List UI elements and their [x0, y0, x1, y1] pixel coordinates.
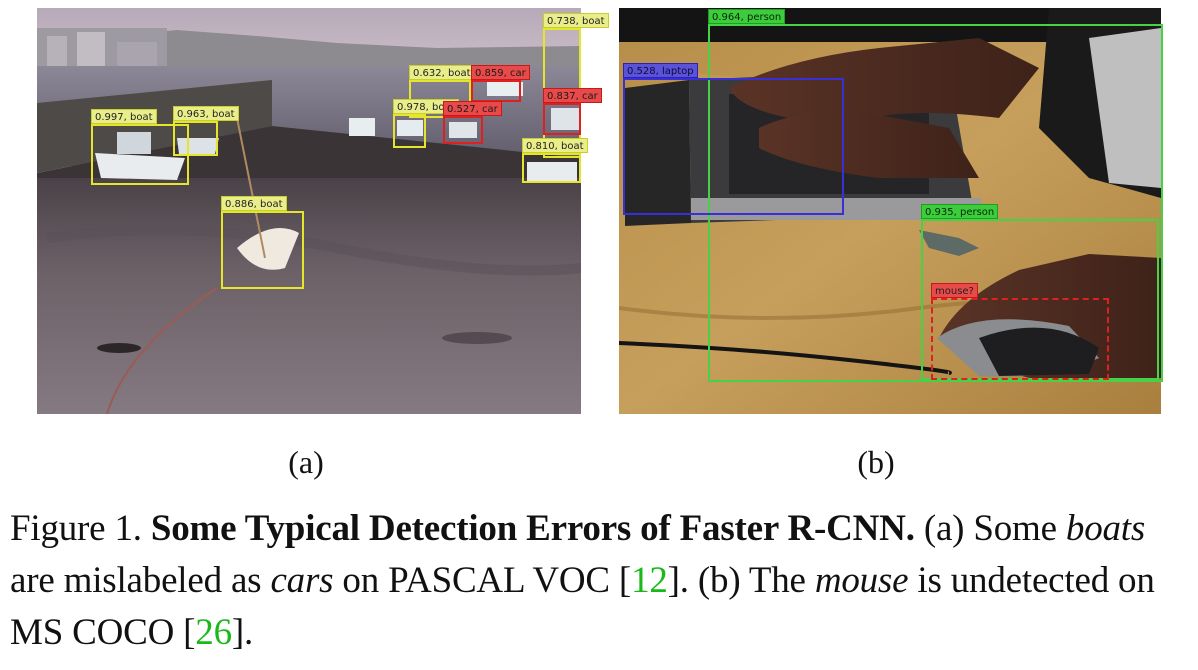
caption-emphasis-boats: boats — [1065, 508, 1146, 549]
harbour-scene — [37, 8, 581, 414]
figure-label: Figure 1. — [10, 508, 142, 549]
harbour-detection-label: 0.997, boat — [91, 109, 157, 124]
desk-detection-label: 0.964, person — [708, 9, 786, 24]
desk-detection-label: 0.528, laptop — [623, 63, 698, 78]
harbour-detection-box: 0.810, boat — [522, 138, 588, 183]
harbour-detection-label: 0.632, boat — [409, 65, 475, 80]
figure-caption: Figure 1. Some Typical Detection Errors … — [10, 503, 1190, 659]
desk-detection-box: 0.528, laptop — [623, 63, 844, 215]
desk-detection-label: 0.935, person — [921, 204, 999, 219]
harbour-detection-box: 0.978, boat — [393, 99, 459, 148]
harbour-detection-label: 0.527, car — [443, 101, 502, 116]
harbour-detection-label: 0.886, boat — [221, 196, 287, 211]
desk-detection-box: mouse? — [931, 283, 1109, 380]
subfigure-label-b: (b) — [857, 444, 895, 480]
caption-part-a-marker: (a) — [923, 508, 965, 549]
desk-detection-box: 0.964, person — [708, 9, 1163, 382]
citation-link[interactable]: 26 — [195, 612, 232, 653]
caption-emphasis-cars: cars — [270, 560, 334, 601]
photo-harbour — [37, 8, 581, 414]
harbour-detection-box: 0.837, car — [543, 88, 602, 135]
harbour-detection-box: 0.859, car — [471, 65, 530, 102]
citation-link[interactable]: 12 — [631, 560, 668, 601]
harbour-detection-box: 0.886, boat — [221, 196, 304, 289]
harbour-detection-box: 0.997, boat — [91, 109, 189, 185]
caption-emphasis-mouse: mouse — [814, 560, 909, 601]
harbour-detection-label: 0.810, boat — [522, 138, 588, 153]
caption-text: ]. (b) The — [667, 560, 806, 601]
harbour-detection-label: 0.859, car — [471, 65, 530, 80]
desk-detection-label: mouse? — [931, 283, 978, 298]
harbour-detection-box: 0.963, boat — [173, 106, 239, 156]
caption-text: is undetected on MS COCO [ — [10, 560, 1155, 653]
caption-text: on PASCAL VOC [ — [342, 560, 632, 601]
harbour-detection-label: 0.963, boat — [173, 106, 239, 121]
harbour-detection-label: 0.837, car — [543, 88, 602, 103]
harbour-detection-box: 0.527, car — [443, 101, 502, 144]
harbour-detection-label: 0.738, boat — [543, 13, 609, 28]
caption-title: Some Typical Detection Errors of Faster … — [150, 508, 915, 549]
subfigure-label-a: (a) — [288, 444, 324, 480]
harbour-detection-label: 0.978, boat — [393, 99, 459, 114]
caption-text: ]. — [231, 612, 254, 653]
caption-text: are mislabeled as — [10, 560, 262, 601]
harbour-detection-box: 0.632, boat — [409, 65, 475, 118]
caption-text: Some — [973, 508, 1057, 549]
